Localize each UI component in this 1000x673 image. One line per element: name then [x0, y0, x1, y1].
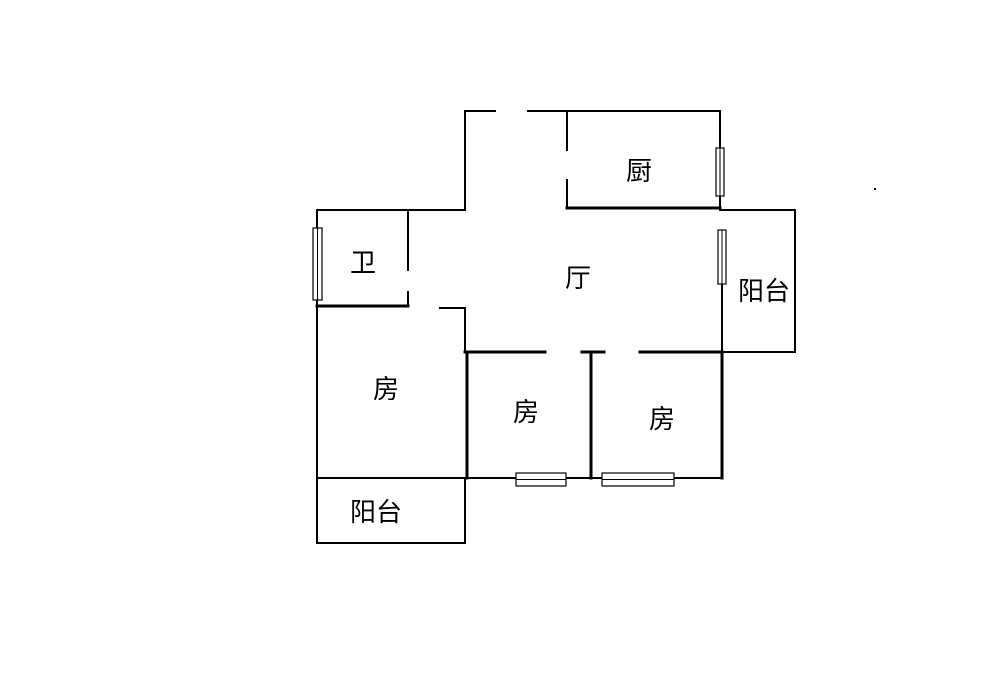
room-label-bedroom-middle: 房 [513, 398, 539, 428]
windows [312, 147, 727, 487]
room-label-bathroom: 卫 [350, 249, 376, 279]
room-label-balcony-east: 阳台 [738, 277, 790, 307]
window-kitchen [715, 147, 725, 197]
room-label-balcony-south: 阳台 [350, 498, 402, 528]
window-bedroom-middle [515, 472, 567, 487]
room-label-living-room: 厅 [565, 264, 591, 294]
window-living-east [717, 229, 727, 285]
window-bedroom-east [601, 472, 675, 487]
room-label-bedroom-east: 房 [649, 405, 675, 435]
stray-mark [874, 188, 876, 190]
room-label-kitchen: 厨 [626, 157, 652, 187]
window-bathroom [312, 227, 323, 301]
walls [315, 110, 796, 544]
room-label-bedroom-west: 房 [373, 375, 399, 405]
